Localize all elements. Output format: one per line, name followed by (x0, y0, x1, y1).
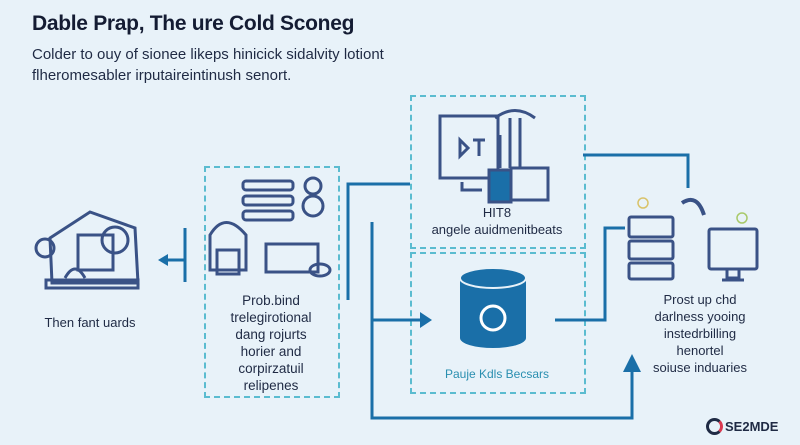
top-node-text: HIT8 angele auidmenitbeats (410, 204, 584, 238)
text-line: trelegirotional (230, 310, 312, 325)
text-line: HIT8 (482, 205, 512, 220)
logo-icon (706, 418, 723, 435)
page-title: Dable Prap, The ure Cold Sconeg (32, 12, 355, 35)
arrow-head (420, 312, 432, 328)
top-node-container (410, 95, 586, 249)
bottom-node-container (410, 252, 586, 394)
left-node-label: Then fant uards (44, 315, 136, 330)
text-line: soiuse induaries (653, 360, 747, 375)
arrow-head (623, 354, 641, 372)
database-cylinder-icon (459, 267, 527, 348)
text-line: darlness yooing (654, 309, 746, 324)
text-line: Prob.bind (242, 293, 300, 308)
text-line: relipenes (243, 378, 299, 393)
connector-top-right (583, 153, 690, 188)
house-workstation-icon (34, 210, 140, 290)
text-line: horier and (240, 344, 302, 359)
text-line: henortel (676, 343, 724, 358)
logo-text: SE2MDE (725, 419, 779, 434)
connector-bottom-right (555, 226, 625, 322)
bottom-node-label: Pauje Kdls Becsars (444, 367, 550, 381)
arrow-head (158, 254, 168, 266)
subtitle-line: Colder to ouy of sionee likeps hinicick … (32, 46, 384, 63)
robot-server-icon (208, 176, 332, 278)
text-line: instedrbilling (663, 326, 737, 341)
subtitle-line: flheromesabler irputaireintinush senort. (32, 67, 292, 84)
middle-node-container (204, 166, 340, 398)
server-monitor-icon (627, 197, 759, 282)
text-line: dang rojurts (235, 327, 307, 342)
presentation-screen-icon (438, 109, 550, 204)
middle-node-text: Prob.bind trelegirotional dang rojurts h… (205, 292, 337, 394)
connector-left (166, 228, 187, 282)
brand-logo: SE2MDE (706, 418, 778, 435)
text-line: Prost up chd (663, 292, 737, 307)
text-line: corpirzatuil (238, 361, 304, 376)
text-line: angele auidmenitbeats (431, 222, 563, 237)
right-node-text: Prost up chd darlness yooing instedrbill… (630, 291, 770, 376)
connector-top (346, 182, 410, 300)
